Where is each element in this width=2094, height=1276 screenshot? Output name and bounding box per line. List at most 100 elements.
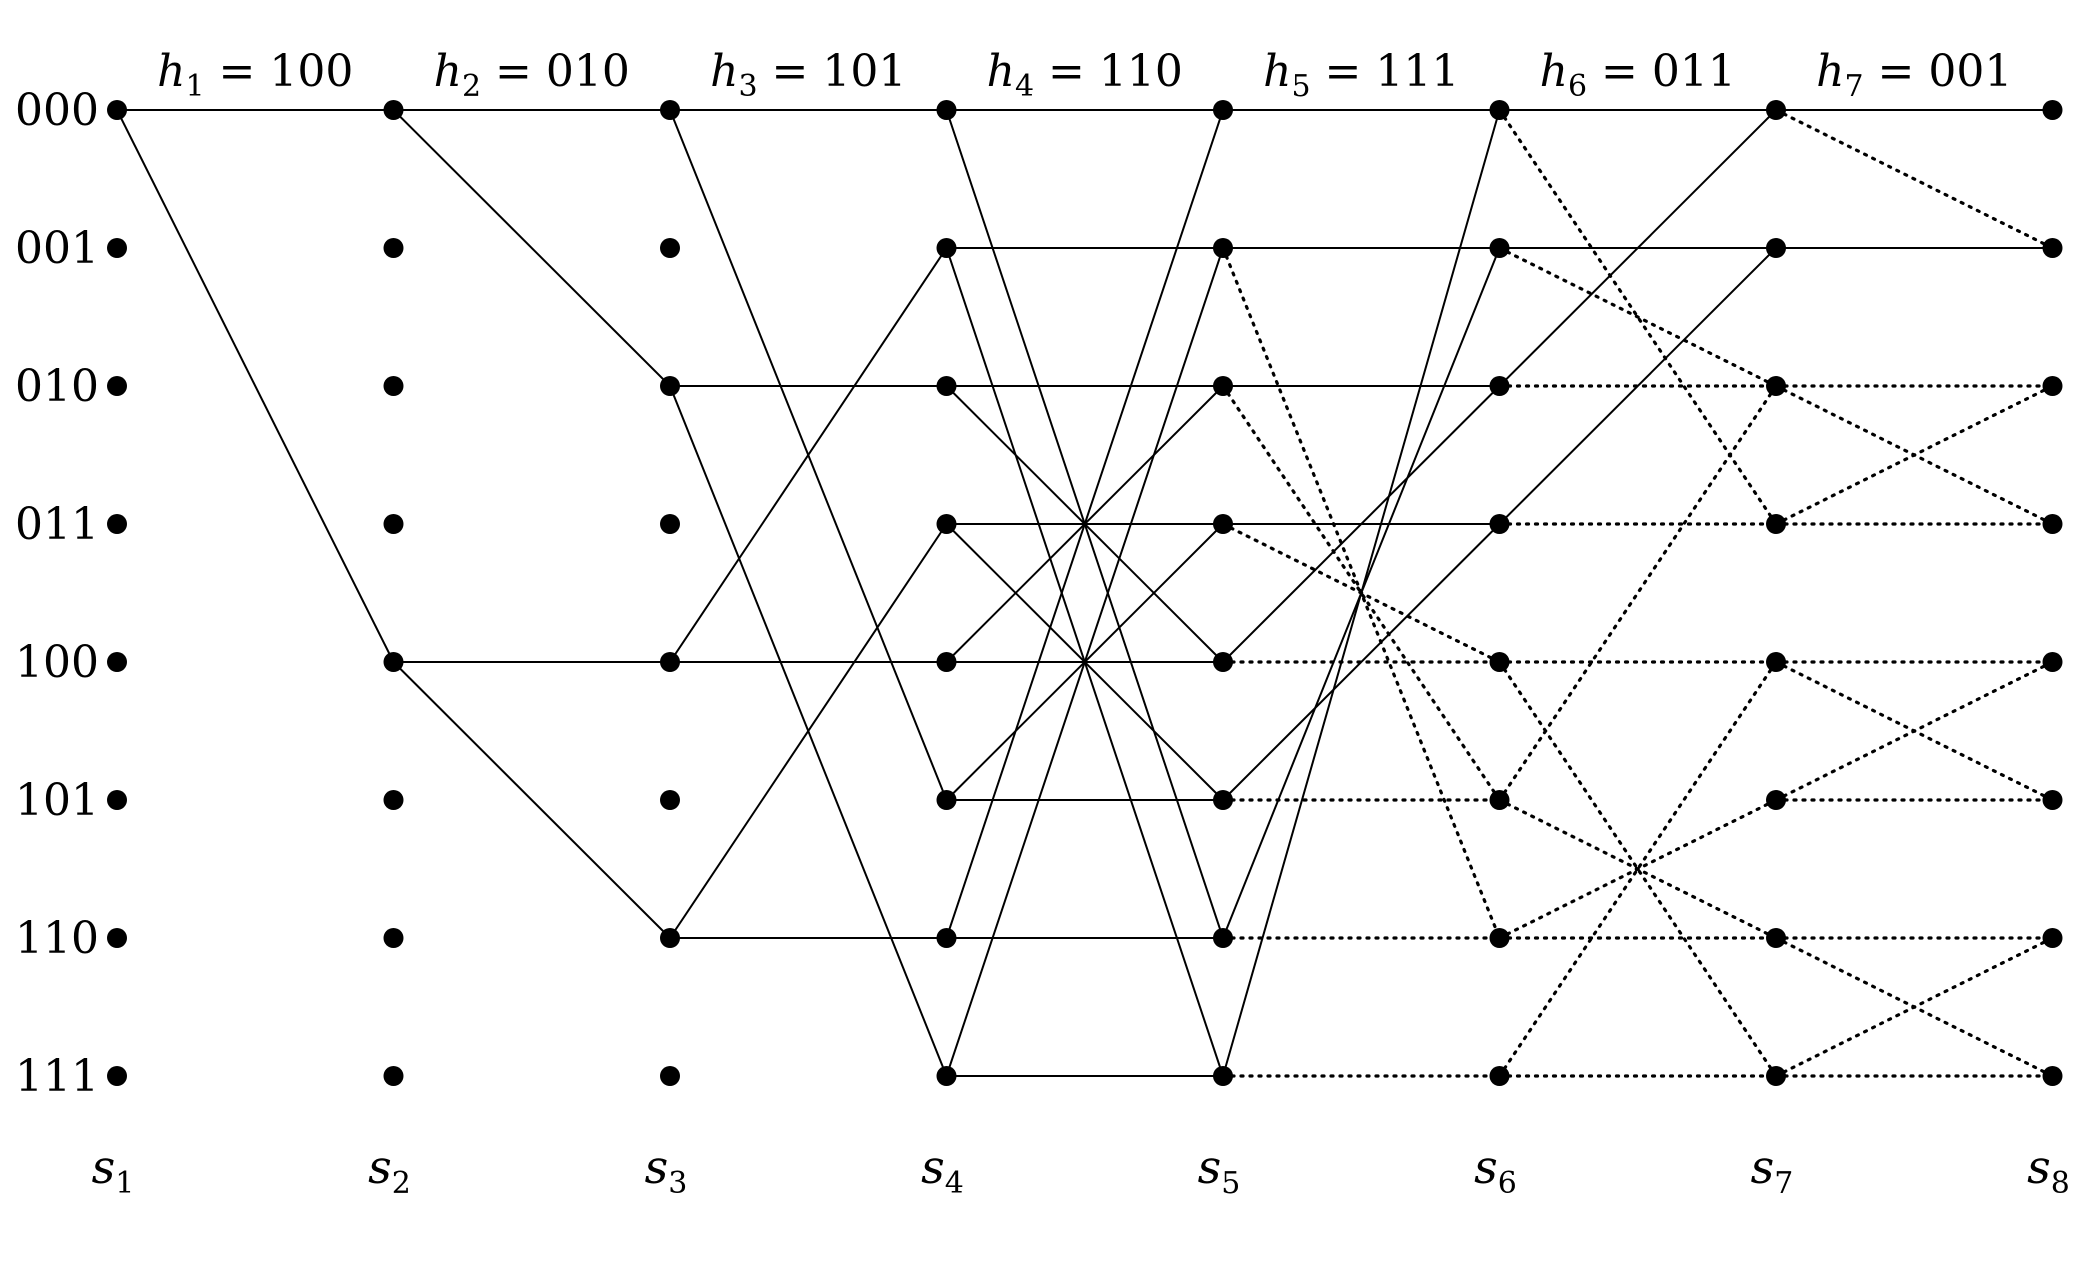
node-s7-010	[1766, 376, 1786, 396]
stage-label-s5: s5	[1198, 1140, 1241, 1201]
node-s8-101	[2042, 790, 2063, 810]
node-s3-010	[660, 376, 680, 396]
stage-label-s8: s8	[2027, 1140, 2070, 1201]
node-s4-100	[936, 652, 957, 672]
stage-label-s4: s4	[921, 1140, 964, 1201]
nodes-layer	[107, 100, 2063, 1086]
node-s6-110	[1489, 928, 1510, 948]
dotted-edge-7-111-110	[1774, 936, 2055, 1078]
node-s2-111	[383, 1066, 404, 1086]
node-s3-001	[660, 238, 680, 258]
transition-label-h5: h5 = 111	[1263, 46, 1459, 104]
node-s4-001	[936, 238, 957, 258]
dotted-edge-6-101-010	[1497, 384, 1778, 802]
node-s2-001	[383, 238, 404, 258]
node-s5-110	[1213, 928, 1233, 948]
node-s6-100	[1489, 652, 1510, 672]
solid-edge-2-000-010	[392, 109, 671, 387]
node-s1-000	[107, 100, 127, 120]
transition-label-h3: h3 = 101	[710, 46, 906, 104]
node-s1-001	[107, 238, 127, 258]
node-s1-010	[107, 376, 127, 396]
node-s3-000	[660, 100, 680, 120]
state-label-000: 000	[15, 85, 99, 136]
stage-label-s3: s3	[645, 1140, 688, 1201]
node-s8-100	[2042, 652, 2063, 672]
dotted-edge-6-110-101	[1497, 798, 1778, 940]
node-s2-110	[383, 928, 404, 948]
node-s6-000	[1489, 100, 1510, 120]
node-s8-000	[2042, 100, 2063, 120]
state-label-111: 111	[15, 1051, 99, 1102]
solid-edge-3-100-001	[669, 247, 948, 663]
stage-label-s2: s2	[368, 1140, 411, 1201]
node-s6-001	[1489, 238, 1510, 258]
node-s3-011	[660, 514, 680, 534]
solid-edge-3-110-011	[669, 523, 948, 939]
node-s5-010	[1213, 376, 1233, 396]
state-label-010: 010	[15, 361, 99, 412]
node-s8-111	[2042, 1066, 2063, 1086]
node-s7-101	[1766, 790, 1786, 810]
node-s1-111	[107, 1066, 127, 1086]
node-s1-100	[107, 652, 127, 672]
node-s4-110	[936, 928, 957, 948]
node-s4-101	[936, 790, 957, 810]
node-s1-101	[107, 790, 127, 810]
solid-edge-2-100-110	[392, 661, 671, 939]
node-s8-001	[2042, 238, 2063, 258]
solid-edge-5-100-010	[1222, 385, 1501, 663]
state-label-001: 001	[15, 223, 99, 274]
dotted-edge-6-111-100	[1497, 660, 1778, 1078]
node-s5-000	[1213, 100, 1233, 120]
transition-label-h2: h2 = 010	[434, 46, 630, 104]
transition-label-h4: h4 = 110	[987, 46, 1183, 104]
node-s8-011	[2042, 514, 2063, 534]
node-s2-011	[383, 514, 404, 534]
dotted-edge-7-011-010	[1774, 384, 2055, 526]
node-s7-111	[1766, 1066, 1786, 1086]
node-s7-000	[1766, 100, 1786, 120]
node-s5-111	[1213, 1066, 1233, 1086]
solid-edge-5-111-000	[1222, 109, 1501, 1077]
node-s5-100	[1213, 652, 1233, 672]
node-s5-101	[1213, 790, 1233, 810]
solid-edge-6-011-001	[1498, 247, 1777, 525]
node-s2-101	[383, 790, 404, 810]
node-s7-001	[1766, 238, 1786, 258]
solid-edge-4-111-001	[945, 247, 1224, 1077]
node-s4-000	[936, 100, 957, 120]
node-s3-100	[660, 652, 680, 672]
transition-label-h7: h7 = 001	[1816, 46, 2012, 104]
stage-label-s1: s1	[92, 1140, 135, 1201]
edges-layer	[116, 108, 2055, 1078]
solid-edge-1-000-100	[116, 109, 395, 663]
node-s2-000	[383, 100, 404, 120]
dotted-edge-7-101-100	[1774, 660, 2055, 802]
state-label-110: 110	[15, 913, 99, 964]
node-s4-111	[936, 1066, 957, 1086]
transition-label-h6: h6 = 011	[1540, 46, 1736, 104]
node-s8-110	[2042, 928, 2063, 948]
node-s6-011	[1489, 514, 1510, 534]
node-s4-010	[936, 376, 957, 396]
node-s8-010	[2042, 376, 2063, 396]
node-s1-011	[107, 514, 127, 534]
node-s2-010	[383, 376, 404, 396]
solid-edge-5-101-011	[1222, 523, 1501, 801]
node-s6-010	[1489, 376, 1510, 396]
transition-label-h1: h1 = 100	[157, 46, 353, 104]
dotted-edge-6-001-010	[1497, 246, 1778, 388]
transition-labels: h1 = 100 h2 = 010 h3 = 101 h4 = 110 h5 = 111…	[157, 46, 2012, 104]
node-s6-101	[1489, 790, 1510, 810]
node-s1-110	[107, 928, 127, 948]
node-s3-111	[660, 1066, 680, 1086]
node-s7-100	[1766, 652, 1786, 672]
node-s4-011	[936, 514, 957, 534]
dotted-edge-5-010-101	[1221, 384, 1502, 802]
stage-label-s6: s6	[1474, 1140, 1517, 1201]
dotted-edge-7-000-001	[1774, 108, 2055, 250]
